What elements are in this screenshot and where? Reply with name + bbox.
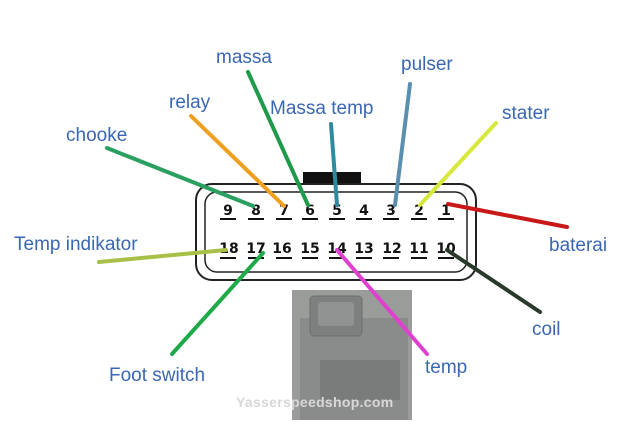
pin-7: 7 [279,203,289,219]
pin-15: 15 [300,241,319,257]
pin-5: 5 [332,203,342,219]
wire-coil [445,248,542,314]
wire-pulser [393,82,412,207]
pin-6: 6 [305,203,315,219]
label-relay: relay [169,92,211,113]
wire-temp-indikator [97,248,228,264]
pin-dashes [220,218,454,259]
pin-11: 11 [409,241,428,257]
pin-9: 9 [223,203,233,219]
label-temp-indikator: Temp indikator [14,234,138,255]
label-pulser: pulser [401,54,453,75]
label-massa: massa [216,47,272,68]
label-baterai: baterai [549,235,608,256]
label-stater: stater [502,103,550,124]
wire-stater [418,121,498,207]
label-temp: temp [425,357,468,378]
pin-4: 4 [359,203,369,219]
pin-12: 12 [382,241,401,257]
label-chooke: chooke [66,125,128,146]
wire-massa-temp [329,122,339,207]
watermark: Yasserspeedshop.com [236,394,394,410]
wire-relay [189,114,286,208]
pin-16: 16 [272,241,291,257]
pin-13: 13 [354,241,373,257]
label-massa-temp: Massa temp [270,98,374,119]
wires [97,70,569,356]
label-coil: coil [532,319,561,340]
pin-numbers-top: 9 8 7 6 5 4 3 2 1 [223,203,451,219]
wire-chooke [105,146,255,208]
wire-foot-switch [170,251,265,356]
connector-housing [195,172,477,281]
pin-18: 18 [219,241,238,257]
pin-2: 2 [414,203,424,219]
pin-3: 3 [386,203,396,219]
wire-baterai [446,202,569,229]
label-foot-switch: Foot switch [109,365,206,386]
pin-8: 8 [251,203,261,219]
wire-temp [335,248,429,356]
wire-massa [246,70,310,207]
pin-1: 1 [441,203,451,219]
